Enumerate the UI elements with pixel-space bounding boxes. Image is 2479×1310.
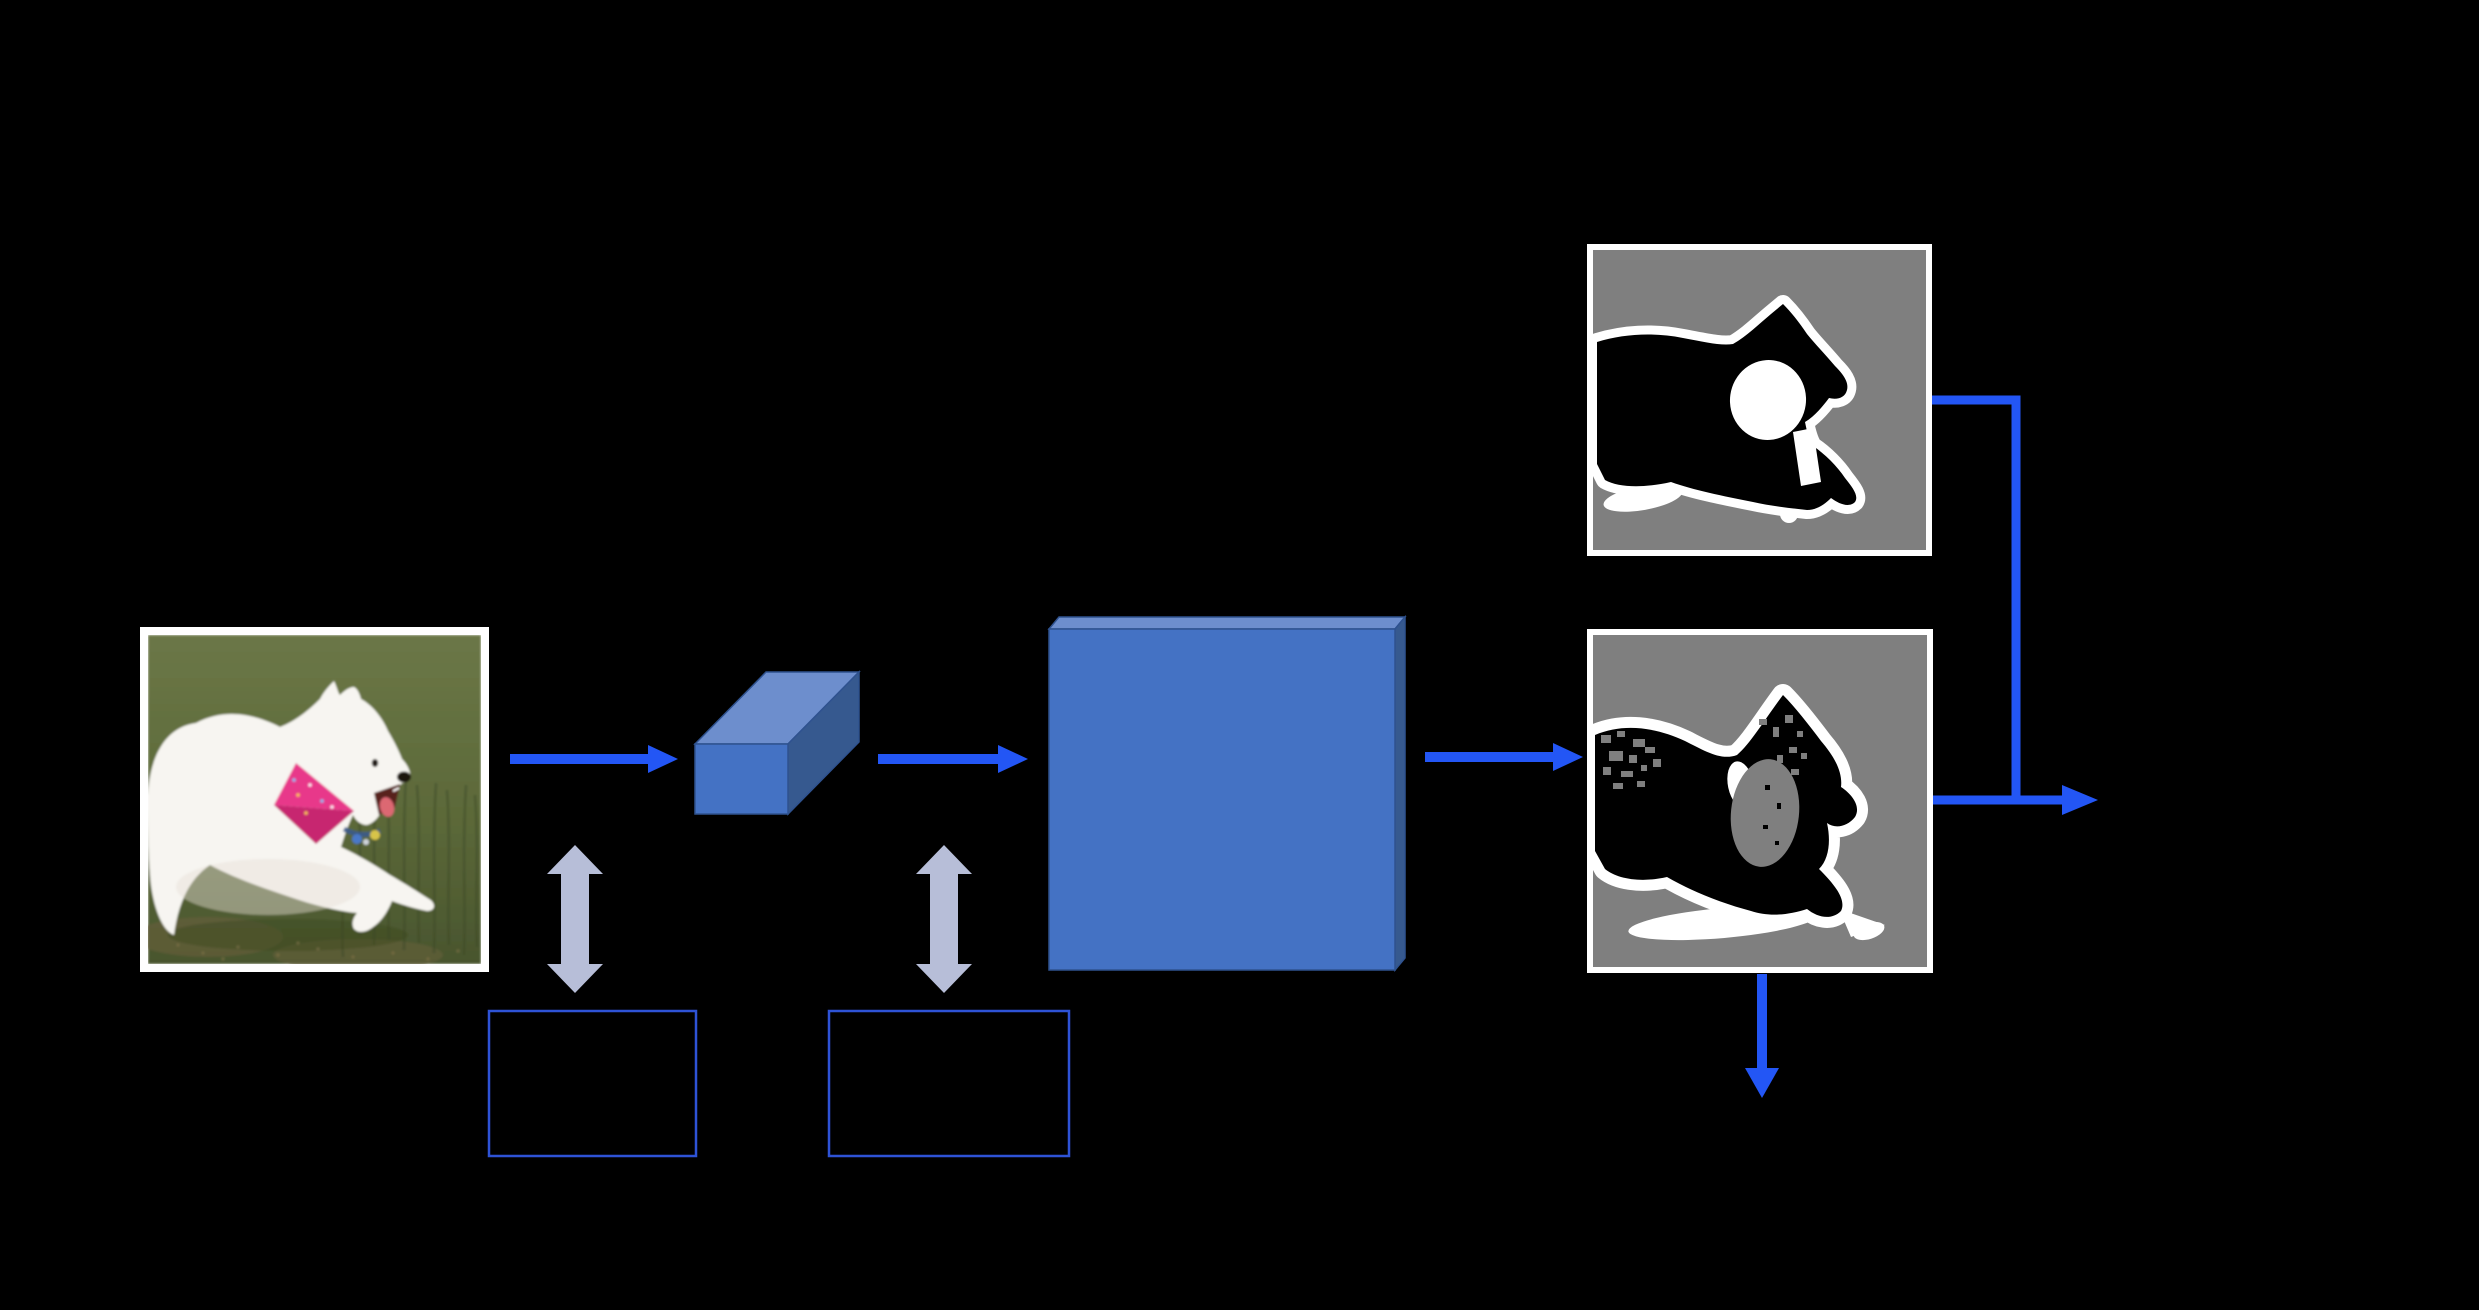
input-image-photo	[148, 635, 481, 964]
aux-box-2	[827, 1009, 1071, 1158]
trimap-top-notch	[1807, 488, 1825, 502]
connector-top-elbow	[1932, 395, 2021, 800]
trimap-top-band-blob	[1780, 505, 1798, 523]
trimap-bottom-node	[1587, 629, 1933, 973]
trimap-top-foreground	[1597, 304, 1857, 510]
collar-tag-yellow	[370, 830, 380, 840]
trimap-top-band-blob	[1603, 484, 1683, 512]
trimap-bottom-noise-center	[1759, 715, 1807, 791]
arrow-network-to-output	[1425, 743, 1583, 771]
down-arrow-head	[1745, 1068, 1779, 1098]
network-slab-side	[1394, 614, 1406, 973]
trimap-top-chest-patch	[1729, 360, 1807, 440]
trimap-bottom-black-specks	[1763, 785, 1781, 845]
arrow-input-to-feature	[510, 745, 678, 773]
trimap-top-band-strip	[1793, 428, 1821, 486]
flow-arrows	[510, 743, 1583, 773]
collar-tag-silver	[363, 839, 369, 845]
trimap-bottom-image	[1593, 635, 1927, 967]
network-slab	[1047, 614, 1407, 973]
network-slab-front	[1048, 628, 1396, 971]
collar-tag-blue	[352, 834, 362, 844]
connector-arrowhead	[2062, 785, 2098, 815]
dog-eye	[371, 759, 379, 767]
feature-cuboid-front	[694, 743, 789, 815]
bandana-top	[274, 763, 354, 811]
grass-seed-speckles	[176, 941, 460, 961]
bidirectional-arrow-2	[916, 845, 972, 993]
dog-ground-shadow	[168, 919, 408, 951]
trimap-top-image	[1593, 250, 1926, 550]
dog-teeth	[392, 787, 400, 792]
trimap-bottom-band-blob	[1853, 921, 1885, 941]
trimap-top-node	[1587, 244, 1932, 556]
aux-box-1	[487, 1009, 698, 1158]
feature-cuboid	[693, 670, 861, 816]
bandana-bottom	[274, 805, 354, 844]
dog-tongue	[379, 797, 395, 817]
down-arrow-shaft	[1757, 974, 1767, 1070]
trimap-bottom-noise-left	[1601, 731, 1661, 789]
bidirectional-arrow-1	[547, 845, 603, 993]
bandana-dots	[292, 778, 334, 815]
dog-fur-shading	[176, 859, 360, 915]
down-arrow	[1745, 974, 1779, 1098]
dog-nose	[397, 771, 411, 783]
connector-merge-arrow	[1932, 395, 2098, 815]
network-slab-top	[1047, 616, 1407, 630]
input-image-node	[140, 627, 489, 972]
trimap-bottom-band-spike	[1839, 909, 1885, 937]
arrow-feature-to-network	[878, 745, 1028, 773]
